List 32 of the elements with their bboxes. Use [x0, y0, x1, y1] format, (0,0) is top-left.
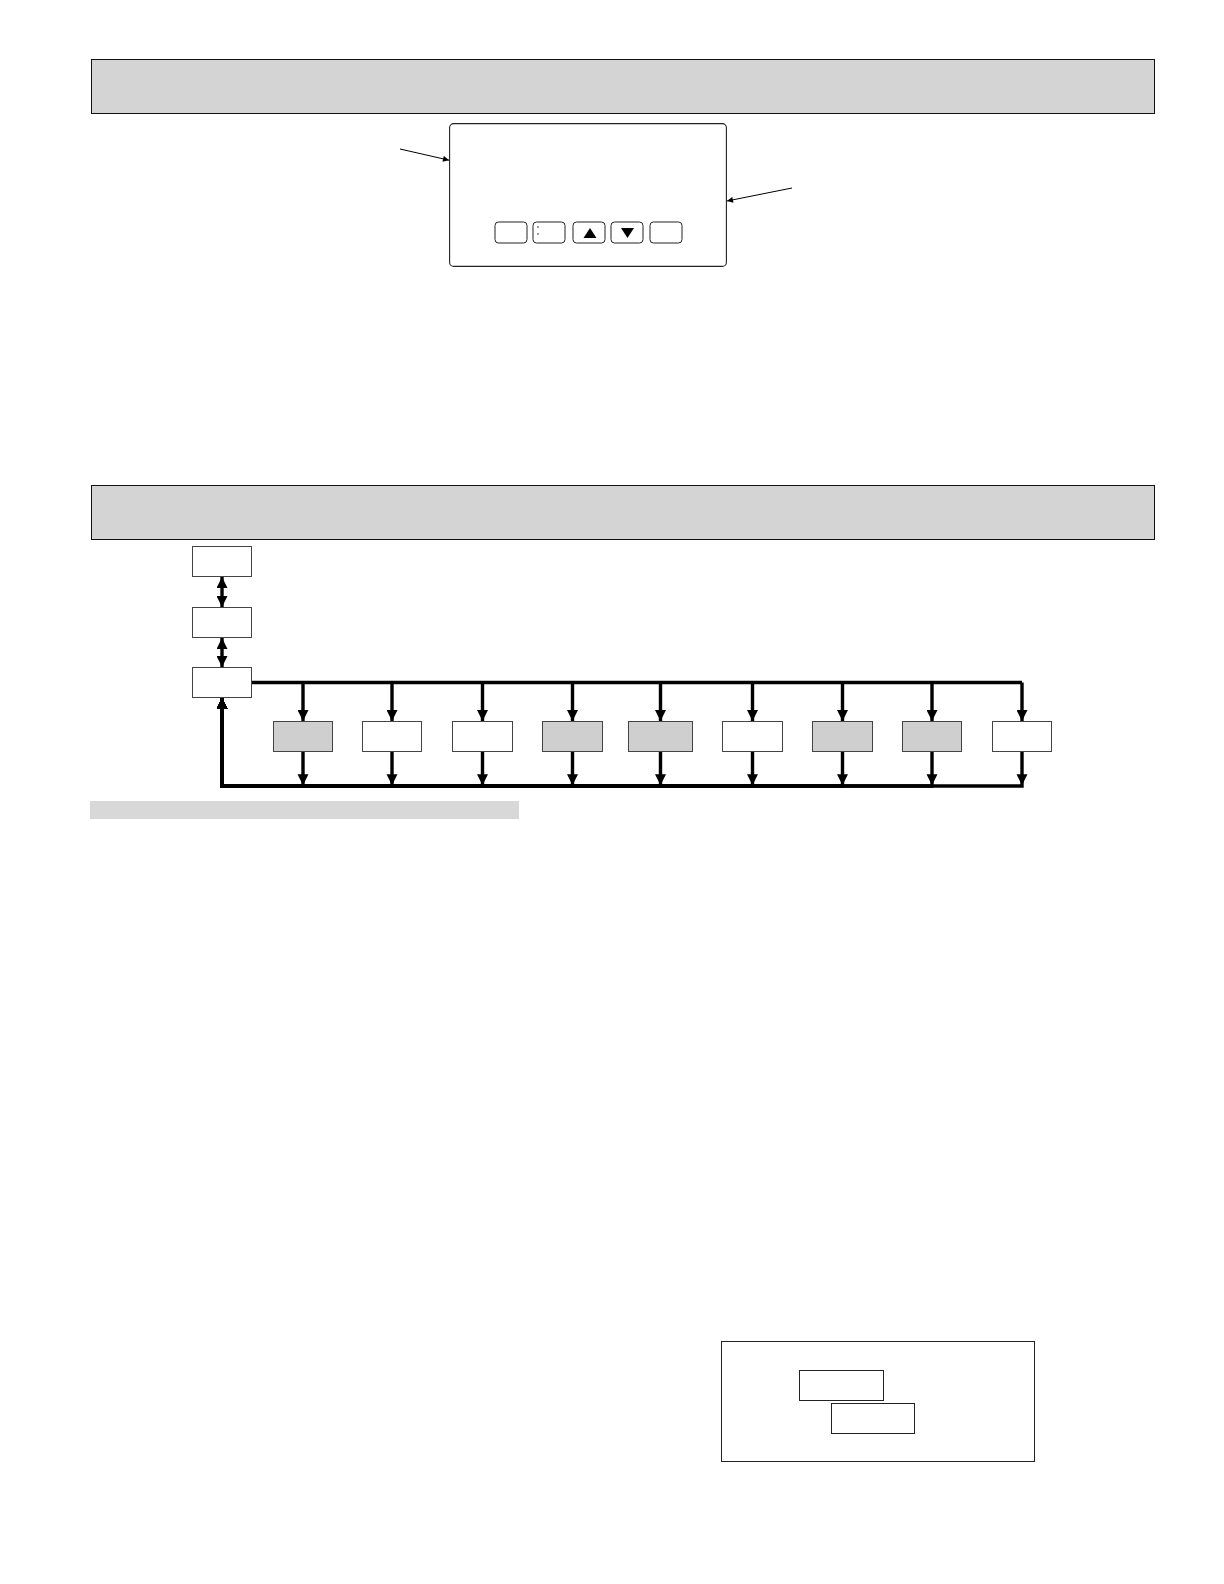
arrow: [926, 682, 938, 721]
flow-box: [362, 721, 422, 752]
flow-box: [902, 721, 962, 752]
flow-box: [992, 721, 1052, 752]
flow-box: [452, 721, 513, 752]
flow-box: [628, 721, 693, 752]
arrow: [297, 682, 309, 721]
arrow: [1016, 682, 1028, 721]
flow-box: [192, 607, 252, 638]
section-bar: [90, 801, 519, 819]
outlined-box: [799, 1370, 884, 1401]
flow-box: [812, 721, 873, 752]
arrow: [386, 682, 398, 721]
outlined-box: [831, 1403, 915, 1434]
leader-line: [726, 187, 793, 203]
arrow: [567, 682, 578, 721]
header-band: [91, 59, 1155, 114]
flow-box: [722, 721, 783, 752]
flow-box: [192, 546, 252, 577]
double-arrow: [216, 577, 228, 607]
flow-box: [192, 667, 252, 698]
frame-box: [721, 1341, 1035, 1462]
bus-line: [252, 680, 1022, 685]
arrow: [477, 682, 488, 721]
double-arrow: [216, 638, 228, 667]
arrow: [837, 682, 848, 721]
flow-box: [542, 721, 603, 752]
flow-box: [273, 721, 333, 752]
arrow: [655, 682, 666, 721]
leader-line: [399, 148, 450, 162]
arrow: [747, 682, 758, 721]
header-band: [91, 485, 1155, 540]
